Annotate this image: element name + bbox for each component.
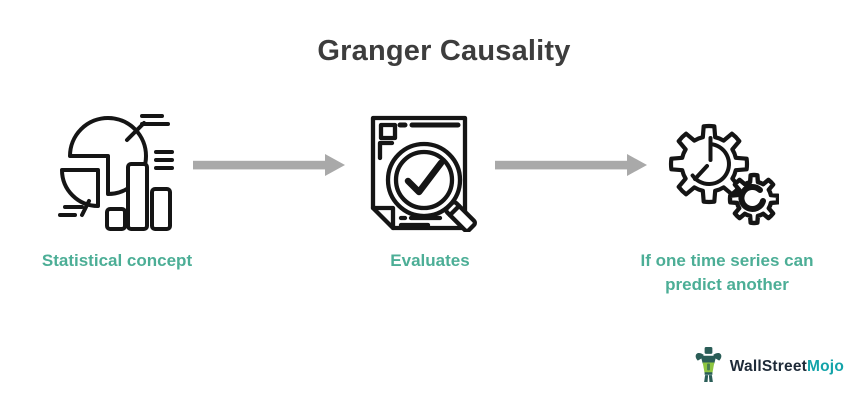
- wallstreetmojo-logo: WallStreetMojo: [692, 345, 844, 389]
- brand-wallstreet: WallStreet: [729, 358, 808, 375]
- flexing-man-icon: [692, 345, 725, 389]
- flow-arrow-icon: [193, 153, 345, 177]
- gears-icon: [654, 112, 779, 234]
- step-label-prediction: If one time series can predict another: [640, 251, 814, 294]
- flow-arrow-icon: [494, 153, 648, 177]
- brand-name: WallStreetMojo: [730, 358, 844, 376]
- brand-mojo: Mojo: [807, 358, 844, 375]
- document-magnifier-check-icon: [368, 106, 480, 232]
- step-label-evaluates: Evaluates: [390, 251, 470, 270]
- page-title: Granger Causality: [317, 35, 571, 68]
- step-label-statistical-concept: Statistical concept: [41, 251, 193, 270]
- statistics-pie-bar-chart-icon: [55, 106, 181, 236]
